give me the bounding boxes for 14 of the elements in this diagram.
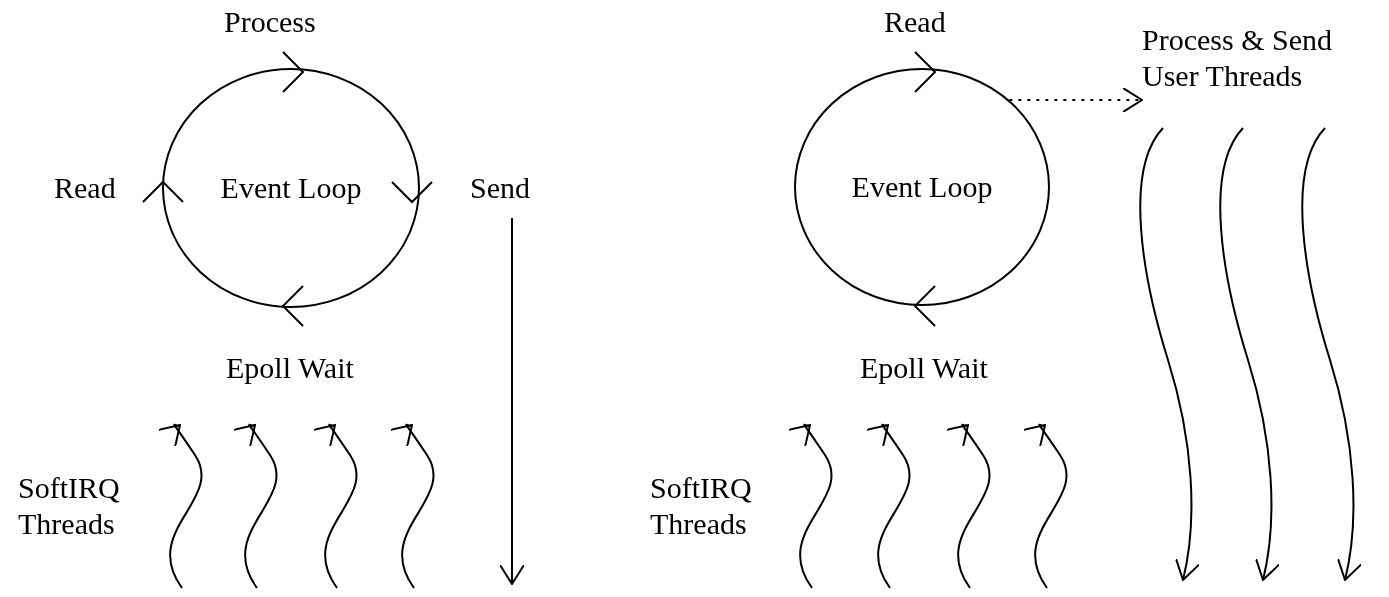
loop-label: Event Loop: [220, 171, 362, 205]
phase-label: Epoll Wait: [226, 350, 354, 386]
thread-group-label: SoftIRQ Threads: [650, 470, 753, 542]
phase-label: Process: [224, 4, 316, 40]
arrow: [1008, 87, 1143, 113]
event-loop-circle: [162, 68, 420, 308]
event-loop-circle: [794, 68, 1050, 306]
phase-label: Read: [884, 4, 946, 40]
phase-label: Read: [54, 170, 116, 206]
phase-label: Send: [470, 170, 530, 206]
thread-group-label: SoftIRQ Threads: [18, 470, 121, 542]
loop-label: Event Loop: [851, 170, 993, 204]
thread-group-label: Process & Send User Threads: [1142, 22, 1333, 94]
phase-label: Epoll Wait: [860, 350, 988, 386]
